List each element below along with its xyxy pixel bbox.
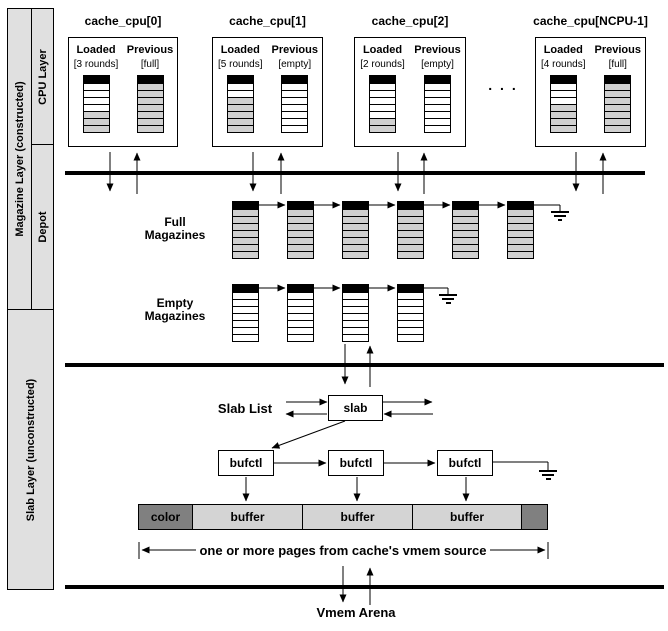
depot-full-magazine: [342, 201, 369, 259]
loaded-state: [2 rounds]: [360, 59, 405, 70]
previous-state: [empty]: [421, 59, 454, 70]
color-segment: color: [139, 505, 192, 529]
bufctl-node: bufctl: [437, 450, 493, 476]
vmem-arena-label: Vmem Arena: [316, 605, 396, 620]
cpu1-loaded-column: Loaded [5 rounds]: [213, 38, 268, 146]
cpu-ellipsis: . . .: [488, 77, 518, 93]
cpu2-exchange-arrows: [394, 152, 428, 194]
bufctl-node: bufctl: [328, 450, 384, 476]
slab-node: slab: [328, 395, 383, 421]
loaded-magazine: [369, 75, 396, 133]
previous-header: Previous: [271, 44, 318, 56]
depot-label: Depot: [36, 211, 49, 243]
cpu3-box: Loaded [4 rounds] Previous [full]: [535, 37, 646, 147]
unused-segment: [521, 505, 547, 529]
cpu2-title: cache_cpu[2]: [371, 14, 449, 28]
full-magazines-label: Full Magazines: [144, 215, 206, 242]
depot-bar: Depot: [31, 144, 54, 310]
cpu0-box: Loaded [3 rounds] Previous [full]: [68, 37, 178, 147]
buffer-segment: buffer: [302, 505, 412, 529]
depot-empty-magazine: [342, 284, 369, 342]
depot-full-magazine: [507, 201, 534, 259]
pages-caption: one or more pages from cache's vmem sour…: [199, 543, 487, 558]
cpu2-loaded-column: Loaded [2 rounds]: [355, 38, 410, 146]
depot-full-magazine: [397, 201, 424, 259]
cpu-layer-label: CPU Layer: [36, 48, 49, 105]
slab-list-label: Slab List: [217, 401, 273, 416]
depot-empty-magazine: [397, 284, 424, 342]
bufctl-node: bufctl: [218, 450, 274, 476]
slab-list-link-arrows: [285, 398, 433, 418]
cpu3-exchange-arrows: [572, 152, 607, 194]
cpu2-previous-column: Previous [empty]: [410, 38, 465, 146]
previous-magazine: [604, 75, 632, 133]
buffer-segment: buffer: [412, 505, 521, 529]
bufctl-ground-symbol: [539, 462, 557, 480]
previous-state: [full]: [140, 59, 160, 70]
previous-magazine: [136, 75, 164, 133]
depot-empty-magazine: [287, 284, 314, 342]
full-list-ground-symbol: [551, 205, 569, 221]
buffer-segment: buffer: [192, 505, 302, 529]
previous-header: Previous: [594, 44, 641, 56]
loaded-magazine: [82, 75, 110, 133]
cpu1-box: Loaded [5 rounds] Previous [empty]: [212, 37, 323, 147]
cpu3-previous-column: Previous [full]: [591, 38, 646, 146]
slab-layer-bar: Slab Layer (unconstructed): [7, 309, 54, 590]
previous-magazine: [281, 75, 309, 133]
cpu0-exchange-arrows: [106, 152, 141, 194]
cpu3-loaded-column: Loaded [4 rounds]: [536, 38, 591, 146]
cpu0-previous-column: Previous [full]: [123, 38, 177, 146]
depot-full-magazine: [452, 201, 479, 259]
loaded-header: Loaded: [220, 44, 260, 56]
bufctl-links: [274, 459, 548, 467]
depot-slab-exchange-arrows: [341, 344, 374, 387]
previous-state: [empty]: [278, 59, 312, 70]
slab-vmem-exchange-arrows: [339, 566, 374, 605]
depot-full-magazine: [232, 201, 259, 259]
loaded-state: [4 rounds]: [541, 59, 586, 70]
cpu1-title: cache_cpu[1]: [229, 14, 306, 28]
bufctl-to-buffer-arrows: [242, 477, 470, 502]
previous-header: Previous: [126, 44, 174, 56]
loaded-header: Loaded: [76, 44, 116, 56]
loaded-magazine: [226, 75, 254, 133]
empty-magazines-label: Empty Magazines: [144, 296, 206, 323]
previous-header: Previous: [414, 44, 461, 56]
loaded-state: [5 rounds]: [218, 59, 263, 70]
previous-state: [full]: [608, 59, 627, 70]
cpu3-title: cache_cpu[NCPU-1]: [533, 14, 648, 28]
magazine-layer-label: Magazine Layer (constructed): [13, 81, 26, 237]
depot-empty-magazine: [232, 284, 259, 342]
loaded-header: Loaded: [543, 44, 583, 56]
loaded-state: [3 rounds]: [73, 59, 119, 70]
cpu-layer-bar: CPU Layer: [31, 8, 54, 145]
cpu1-exchange-arrows: [249, 152, 285, 194]
magazine-layer-bar: Magazine Layer (constructed): [7, 8, 32, 310]
cpu2-box: Loaded [2 rounds] Previous [empty]: [354, 37, 466, 147]
slab-page-bar: color buffer buffer buffer: [138, 504, 548, 530]
cpu0-loaded-column: Loaded [3 rounds]: [69, 38, 123, 146]
slab-to-bufctl-arrow: [271, 420, 346, 449]
depot-full-magazine: [287, 201, 314, 259]
cpu0-title: cache_cpu[0]: [84, 14, 162, 28]
cpu1-previous-column: Previous [empty]: [268, 38, 323, 146]
slab-layer-label: Slab Layer (unconstructed): [24, 378, 37, 521]
empty-list-ground-symbol: [439, 288, 457, 304]
loaded-header: Loaded: [362, 44, 403, 56]
loaded-magazine: [549, 75, 577, 133]
previous-magazine: [424, 75, 451, 133]
pages-dimension-line: [138, 542, 549, 559]
